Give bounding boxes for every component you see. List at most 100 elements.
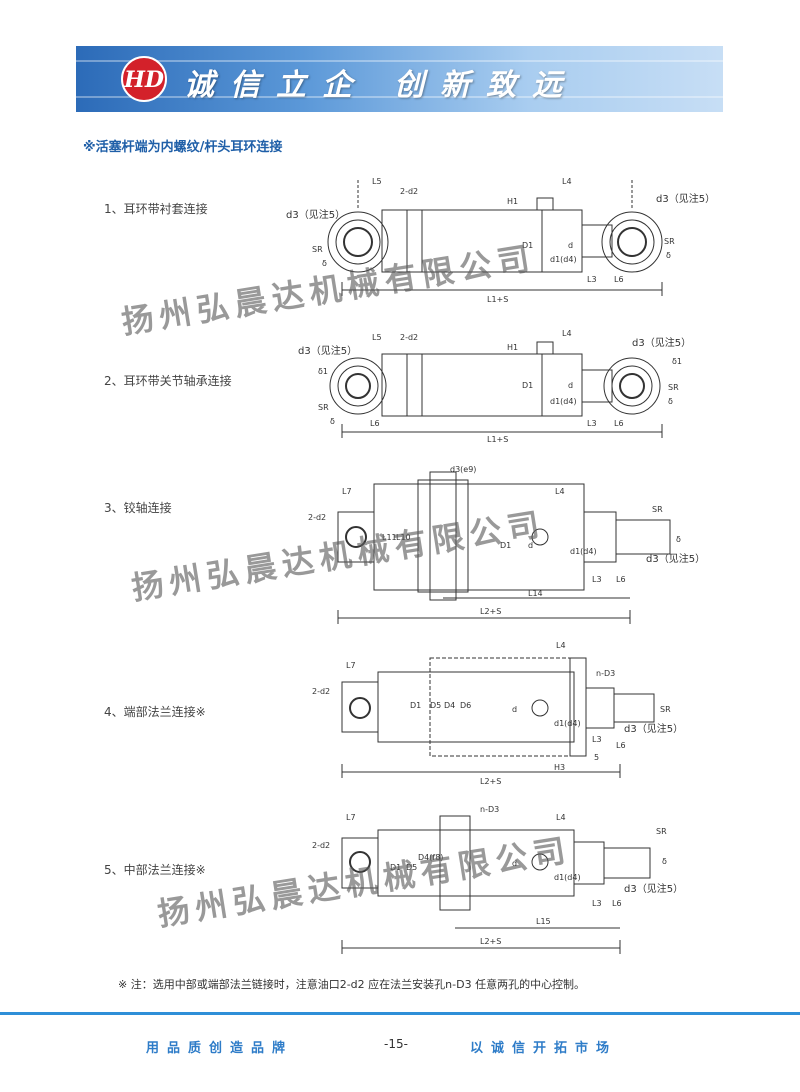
diagram-trunnion: d3(e9) L7 L4 2-d2 L11 L10 D1 d1(d4) d SR… (308, 465, 705, 624)
dim-label: δ (676, 535, 681, 544)
dim-label: δ1 (672, 357, 682, 366)
item-label-3: 3、铰轴连接 (104, 501, 172, 515)
dim-label: d1(d4) (554, 873, 581, 882)
dim-label: 2-d2 (312, 841, 330, 850)
dim-label: SR (318, 403, 329, 412)
dim-label: n-D3 (480, 805, 499, 814)
footer-right-slogan: 以诚信开拓市场 (470, 1041, 618, 1056)
item-label-1: 1、耳环带衬套连接 (104, 202, 208, 216)
dim-label: H1 (507, 197, 518, 206)
slogan: 诚信立企创新致远 (184, 60, 578, 104)
item-label-4: 4、端部法兰连接※ (104, 705, 206, 719)
dim-label: L4 (556, 641, 566, 650)
diagram-ear-ring-bearing: L5 2-d2 L4 H1 d3（见注5） d3（见注5） δ1 δ1 SR S… (298, 329, 691, 444)
dim-label: δ (662, 857, 667, 866)
dim-label: SR (668, 383, 679, 392)
dim-label: L10 (396, 533, 411, 542)
dim-label: L5 (372, 177, 382, 186)
slogan-left: 诚信立企 (184, 68, 368, 103)
dim-label: L5 (372, 333, 382, 342)
dim-label: d (512, 705, 517, 714)
dim-label: L7 (346, 661, 356, 670)
dim-label: D4 (444, 701, 455, 710)
dim-label: D1 (522, 241, 533, 250)
dim-label: δ (668, 397, 673, 406)
diagram-middle-flange: n-D3 L7 L4 2-d2 D1 D5 D4(f8) d d1(d4) SR… (312, 805, 683, 954)
dim-label: d1(d4) (554, 719, 581, 728)
dim-label: δ (322, 259, 327, 268)
banner-stripe (76, 96, 723, 98)
dim-label: δ1 (318, 367, 328, 376)
dim-label: L4 (562, 329, 572, 338)
dim-label: SR (660, 705, 671, 714)
dim-label: L6 (612, 899, 622, 908)
dim-label: L6 (614, 419, 624, 428)
dim-label: L2+S (480, 937, 501, 946)
dim-label: d3（见注5） (646, 552, 705, 565)
dim-label: L1+S (487, 435, 508, 444)
dim-label: 5 (594, 753, 599, 762)
dim-label: d3（见注5） (624, 722, 683, 735)
dim-label: 2-d2 (400, 333, 418, 342)
dim-label: L7 (346, 813, 356, 822)
dim-label: D5 (430, 701, 441, 710)
page-number: -15- (384, 1037, 408, 1051)
dim-label: D1 (522, 381, 533, 390)
dim-label: L3 (587, 419, 597, 428)
dim-label: 2-d2 (400, 187, 418, 196)
item-label-5: 5、中部法兰连接※ (104, 863, 206, 877)
dim-label: δ (666, 251, 671, 260)
dim-label: δ (330, 417, 335, 426)
dim-label: L4 (555, 487, 565, 496)
slogan-right: 创新致远 (394, 68, 578, 103)
dim-label: L6 (616, 741, 626, 750)
dim-label: L4 (562, 177, 572, 186)
svg-text:HD: HD (123, 67, 164, 93)
dim-label: D1 (410, 701, 421, 710)
dim-label: n-D3 (596, 669, 615, 678)
banner-stripe (76, 60, 723, 62)
dim-label: 2-d2 (312, 687, 330, 696)
dim-label: L2+S (480, 777, 501, 786)
dim-label: d (528, 541, 533, 550)
dim-label: D6 (460, 701, 471, 710)
dim-label: L6 (616, 575, 626, 584)
dim-label: L1+S (487, 295, 508, 304)
footer-left-slogan: 用品质创造品牌 (146, 1041, 294, 1056)
dim-label: L4 (556, 813, 566, 822)
dim-label: L11 (382, 533, 397, 542)
header-banner: HD 诚信立企创新致远 (76, 46, 723, 112)
dim-label: d1(d4) (550, 397, 577, 406)
dim-label: H3 (554, 763, 565, 772)
dim-label: D1 (500, 541, 511, 550)
dim-label: L7 (342, 487, 352, 496)
dim-label: L14 (528, 589, 543, 598)
dim-label: D4(f8) (418, 853, 443, 862)
dim-label: L3 (592, 735, 602, 744)
dim-label: d3（见注5） (656, 192, 715, 205)
section-title: ※活塞杆端为内螺纹/杆头耳环连接 (83, 140, 283, 155)
footnote: ※ 注：选用中部或端部法兰链接时，注意油口2-d2 应在法兰安装孔n-D3 任意… (118, 978, 586, 991)
dim-label: d1(d4) (550, 255, 577, 264)
dim-label: d (568, 241, 573, 250)
dim-label: d3（见注5） (632, 336, 691, 349)
dim-label: L2+S (480, 607, 501, 616)
dim-label: L3 (587, 275, 597, 284)
dim-label: D1 (390, 863, 401, 872)
dim-label: SR (652, 505, 663, 514)
dim-label: d3(e9) (450, 465, 476, 474)
dim-label: d (512, 859, 517, 868)
dim-label: D5 (406, 863, 417, 872)
company-logo-icon: HD (121, 56, 167, 102)
dim-label: SR (656, 827, 667, 836)
dim-label: d3（见注5） (286, 208, 345, 221)
dim-label: L6 (614, 275, 624, 284)
dim-label: L3 (592, 899, 602, 908)
dim-label: d (568, 381, 573, 390)
dim-label: L3 (592, 575, 602, 584)
dim-label: L15 (536, 917, 551, 926)
dim-label: d3（见注5） (624, 882, 683, 895)
footer-divider (0, 1012, 800, 1015)
dim-label: H1 (507, 343, 518, 352)
dim-label: 2-d2 (308, 513, 326, 522)
